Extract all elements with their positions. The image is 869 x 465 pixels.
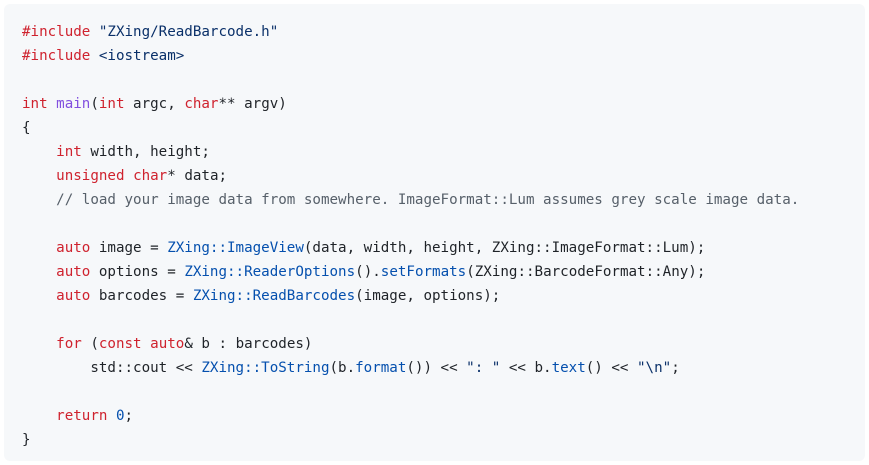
code-line: ​ xyxy=(22,212,865,236)
code-token xyxy=(107,408,116,424)
code-line: auto options = ZXing::ReaderOptions().se… xyxy=(22,260,865,284)
code-line: unsigned char* data; xyxy=(22,164,865,188)
code-token: ZXing::ReadBarcodes xyxy=(192,288,356,304)
code-token xyxy=(22,192,56,208)
code-line: } xyxy=(22,428,865,452)
code-line: #include <iostream> xyxy=(22,44,865,68)
code-token: "\n" xyxy=(637,360,672,376)
code-token: auto xyxy=(56,288,91,304)
code-token: * data; xyxy=(167,168,228,184)
code-token: 0 xyxy=(115,408,125,424)
code-token: return xyxy=(56,408,108,424)
code-token xyxy=(48,96,57,112)
code-token: setFormats xyxy=(380,264,467,280)
code-token: int xyxy=(56,144,82,160)
code-token: options = xyxy=(90,264,185,280)
code-token: ()) << xyxy=(406,360,467,376)
code-token xyxy=(125,168,134,184)
code-token: ZXing::ToString xyxy=(201,360,330,376)
code-token xyxy=(22,264,56,280)
code-token: const xyxy=(98,336,142,352)
code-line: int width, height; xyxy=(22,140,865,164)
code-line: auto image = ZXing::ImageView(data, widt… xyxy=(22,236,865,260)
code-token xyxy=(22,168,56,184)
code-token xyxy=(22,288,56,304)
code-token: ZXing::ReaderOptions xyxy=(184,264,356,280)
code-token: main xyxy=(56,96,91,112)
code-token: char xyxy=(184,96,219,112)
code-token: ; xyxy=(671,360,680,376)
code-token: } xyxy=(22,432,31,448)
code-line: ​ xyxy=(22,68,865,92)
code-token: int xyxy=(98,96,125,112)
code-token: int xyxy=(22,96,48,112)
code-token: <iostream> xyxy=(98,48,185,64)
code-token: ; xyxy=(124,408,134,424)
code-token: "ZXing/ReadBarcode.h" xyxy=(98,24,279,40)
code-line: #include "ZXing/ReadBarcode.h" xyxy=(22,20,865,44)
code-token: ": " xyxy=(466,360,501,376)
code-token: (ZXing::BarcodeFormat::Any); xyxy=(466,264,706,280)
code-token: (image, options); xyxy=(355,288,501,304)
code-token xyxy=(22,408,56,424)
code-token: text xyxy=(551,360,586,376)
code-token: & b : barcodes) xyxy=(184,336,313,352)
code-token xyxy=(142,336,151,352)
code-block: #include "ZXing/ReadBarcode.h"#include <… xyxy=(4,4,865,461)
code-line: { xyxy=(22,116,865,140)
code-token: for xyxy=(56,336,82,352)
code-token: image = xyxy=(90,240,168,256)
code-line: auto barcodes = ZXing::ReadBarcodes(imag… xyxy=(22,284,865,308)
code-token: (). xyxy=(355,264,381,280)
code-line: // load your image data from somewhere. … xyxy=(22,188,865,212)
code-token: auto xyxy=(56,240,91,256)
code-line: for (const auto& b : barcodes) xyxy=(22,332,865,356)
code-token: ( xyxy=(90,96,99,112)
code-token: std::cout << xyxy=(22,360,202,376)
code-token: (b. xyxy=(329,360,356,376)
code-token: ( xyxy=(81,336,99,352)
code-token: argc, xyxy=(124,96,185,112)
code-token xyxy=(22,240,56,256)
code-token: ZXing::ImageView xyxy=(167,240,304,256)
code-token: #include xyxy=(22,48,91,64)
code-token: // load your image data from somewhere. … xyxy=(56,192,800,208)
code-line: ​ xyxy=(22,380,865,404)
code-lines: #include "ZXing/ReadBarcode.h"#include <… xyxy=(22,20,865,452)
code-token: << b. xyxy=(500,360,552,376)
code-token: ** argv) xyxy=(218,96,287,112)
code-token: () << xyxy=(585,360,638,376)
code-token: auto xyxy=(150,336,185,352)
code-token: unsigned xyxy=(56,168,125,184)
code-token: #include xyxy=(22,24,91,40)
code-token xyxy=(22,144,56,160)
code-token: char xyxy=(133,168,168,184)
code-line: return 0; xyxy=(22,404,865,428)
code-line: int main(int argc, char** argv) xyxy=(22,92,865,116)
code-line: ​ xyxy=(22,308,865,332)
code-token: auto xyxy=(56,264,91,280)
code-line: std::cout << ZXing::ToString(b.format())… xyxy=(22,356,865,380)
code-token: { xyxy=(22,120,31,136)
code-token: (data, width, height, ZXing::ImageFormat… xyxy=(303,240,706,256)
code-token: width, height; xyxy=(81,144,210,160)
code-token xyxy=(90,48,99,64)
code-token xyxy=(90,24,99,40)
code-token xyxy=(22,336,56,352)
code-token: barcodes = xyxy=(90,288,193,304)
code-token: format xyxy=(355,360,407,376)
